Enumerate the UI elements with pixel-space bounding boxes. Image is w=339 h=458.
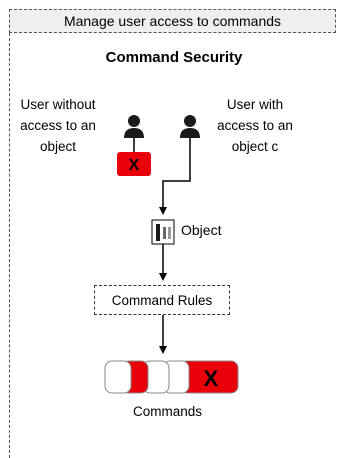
deny-mark: X <box>129 157 140 174</box>
deny-box: X <box>117 152 151 176</box>
command-deny-mark: X <box>204 366 219 391</box>
commands-label: Commands <box>132 404 203 419</box>
commands-stack: X <box>104 360 239 394</box>
user-without-access-label: User without access to an object <box>20 97 96 154</box>
command-rules-box: Command Rules <box>94 285 230 315</box>
access-arrow <box>159 138 191 215</box>
command-rules-label: Command Rules <box>111 292 213 308</box>
user-with-access-icon <box>180 115 200 138</box>
header-banner: Manage user access to commands <box>9 9 336 33</box>
frame-left-border <box>9 33 10 458</box>
command-item <box>104 360 132 394</box>
diagram-title: Command Security <box>105 49 243 66</box>
header-title: Manage user access to commands <box>63 13 282 29</box>
object-icon <box>151 219 175 245</box>
user-without-access-icon <box>124 115 144 138</box>
object-label: Object <box>181 222 222 238</box>
user-with-access-label: User with access to an object c <box>217 97 293 154</box>
